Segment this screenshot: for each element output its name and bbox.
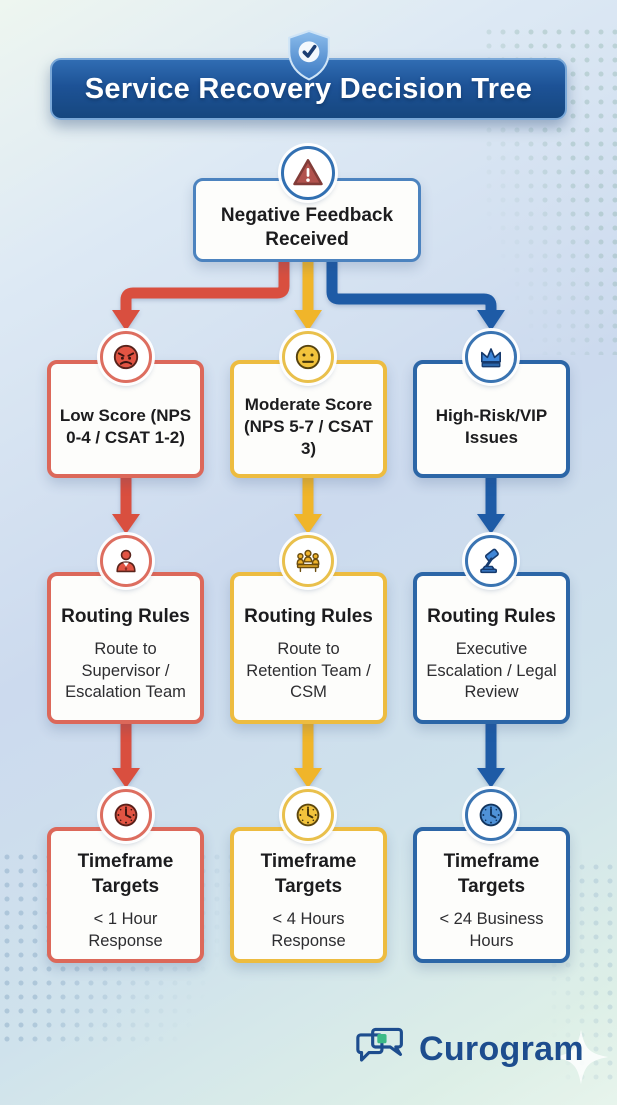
retention-team-icon xyxy=(282,535,334,587)
clock-icon xyxy=(465,789,517,841)
node-timeframe-moderate: Timeframe Targets < 4 Hours Response xyxy=(230,827,387,963)
brand-footer: Curogram xyxy=(352,1022,584,1077)
node-routing-highrisk: Routing Rules Executive Escalation / Leg… xyxy=(413,572,570,724)
timeframe-body: < 4 Hours Response xyxy=(271,910,346,950)
timeframe-body: < 1 Hour Response xyxy=(88,910,163,950)
moderate-score-label: Moderate Score (NPS 5-7 / CSAT 3) xyxy=(243,394,374,459)
brand-name: Curogram xyxy=(419,1030,584,1068)
timeframe-body: < 24 Business Hours xyxy=(439,910,544,950)
node-timeframe-low: Timeframe Targets < 1 Hour Response xyxy=(47,827,204,963)
node-timeframe-highrisk: Timeframe Targets < 24 Business Hours xyxy=(413,827,570,963)
crown-icon xyxy=(465,331,517,383)
node-routing-moderate: Routing Rules Route to Retention Team / … xyxy=(230,572,387,724)
supervisor-person-icon xyxy=(100,535,152,587)
routing-body: Route to Retention Team / CSM xyxy=(246,640,371,702)
clock-icon xyxy=(282,789,334,841)
timeframe-title: Timeframe Targets xyxy=(77,850,174,897)
low-score-label: Low Score (NPS 0-4 / CSAT 1-2) xyxy=(59,405,192,447)
clock-icon xyxy=(100,789,152,841)
warning-triangle-icon xyxy=(281,146,335,200)
shield-check-icon xyxy=(284,28,334,91)
gavel-icon xyxy=(465,535,517,587)
timeframe-title: Timeframe Targets xyxy=(260,850,357,897)
angry-face-icon xyxy=(100,331,152,383)
neutral-face-icon xyxy=(282,331,334,383)
curogram-logo-icon xyxy=(352,1022,410,1077)
node-routing-low: Routing Rules Route to Supervisor / Esca… xyxy=(47,572,204,724)
routing-title: Routing Rules xyxy=(61,605,190,627)
high-risk-label: High-Risk/VIP Issues xyxy=(435,405,548,447)
root-label: Negative Feedback Received xyxy=(220,205,394,250)
routing-body: Executive Escalation / Legal Review xyxy=(426,640,557,702)
sparkle-icon xyxy=(552,1028,610,1091)
routing-body: Route to Supervisor / Escalation Team xyxy=(65,640,186,702)
timeframe-title: Timeframe Targets xyxy=(443,850,540,897)
routing-title: Routing Rules xyxy=(427,605,556,627)
routing-title: Routing Rules xyxy=(244,605,373,627)
